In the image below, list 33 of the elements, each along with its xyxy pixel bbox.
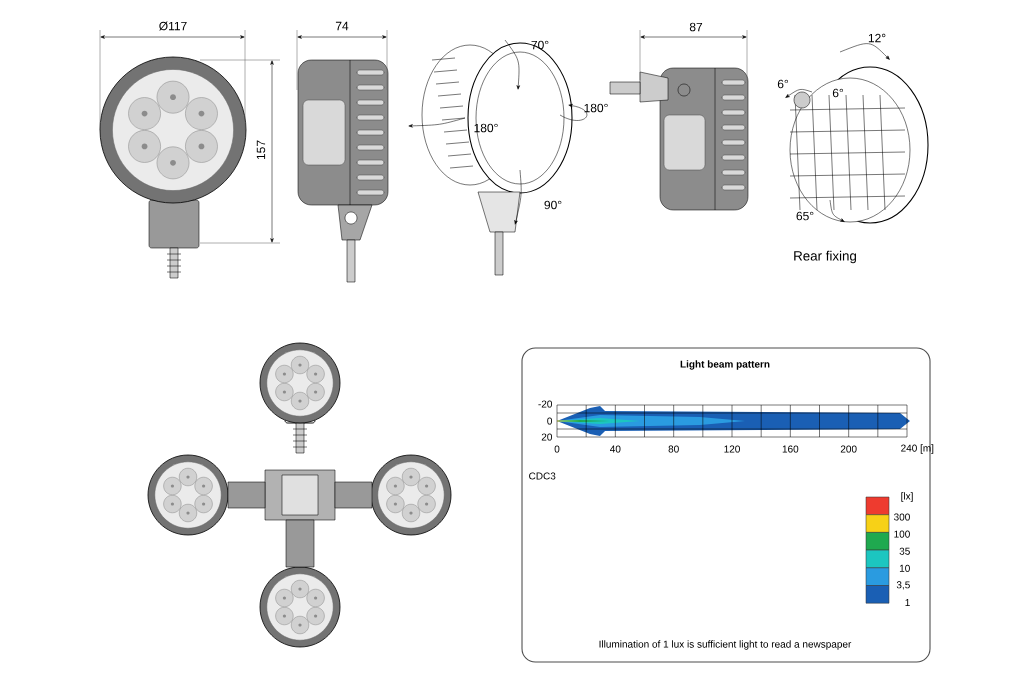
series-label: CDC3 <box>529 472 556 480</box>
angle-label: 6° <box>832 88 843 98</box>
dimension-label: Ø117 <box>159 21 187 31</box>
dimension-label: 157 <box>256 140 266 160</box>
angle-label: 70° <box>531 40 549 50</box>
tick-label: 0 <box>554 445 560 453</box>
angle-label: 65° <box>796 211 814 221</box>
legend-label: 10 <box>899 564 910 572</box>
tick-label: 20 <box>541 433 552 441</box>
legend-label: 3,5 <box>896 581 910 590</box>
tick-label: 200 <box>840 445 857 453</box>
dimension-label: 74 <box>335 21 349 31</box>
legend-title: [lx] <box>901 492 913 502</box>
legend-label: 100 <box>894 530 910 538</box>
legend-label: 35 <box>899 547 910 555</box>
angle-label: 180° <box>474 123 498 133</box>
angle-label: 6° <box>777 79 788 89</box>
chart-caption: Illumination of 1 lux is sufficient light to read a newspaper <box>599 640 852 650</box>
angle-label: 12° <box>868 33 886 43</box>
tick-label: 0 <box>547 417 552 425</box>
angle-label: 180° <box>584 103 608 113</box>
legend-label: 300 <box>894 513 910 521</box>
tick-label: 40 <box>610 445 621 453</box>
dimension-label: 87 <box>689 22 703 32</box>
tick-label: 120 <box>724 445 740 453</box>
view-caption: Rear fixing <box>794 250 856 264</box>
tick-label: 240 [m] <box>901 444 934 454</box>
tick-label: -20 <box>538 400 552 408</box>
tick-label: 160 <box>782 445 799 453</box>
legend-label: 1 <box>905 599 910 606</box>
tick-label: 80 <box>668 445 679 453</box>
chart-title: Light beam pattern <box>680 360 770 370</box>
angle-label: 90° <box>544 200 562 210</box>
